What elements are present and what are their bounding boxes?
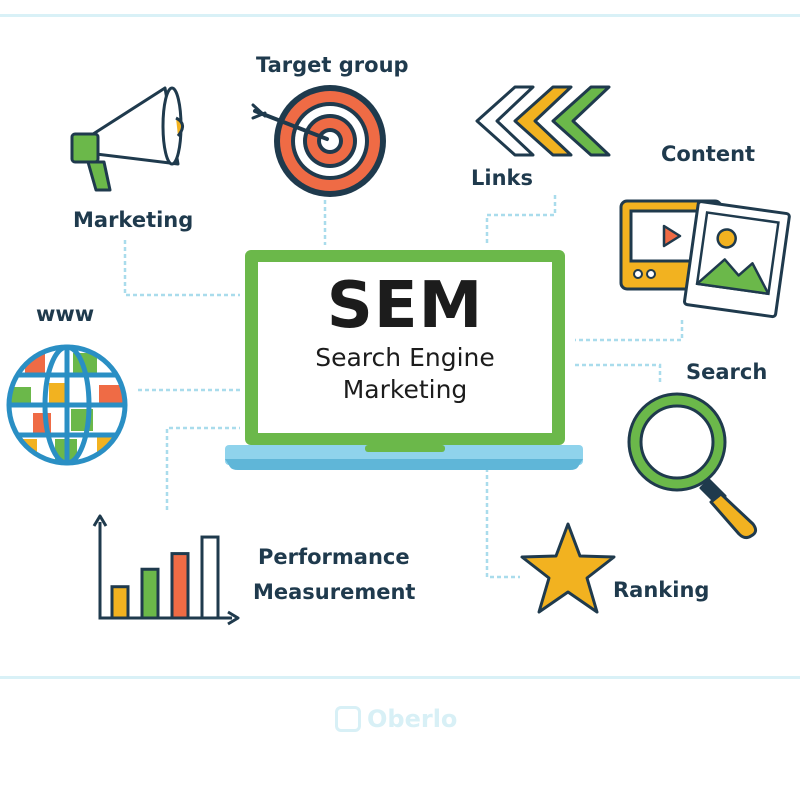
watermark-logo: Oberlo: [335, 705, 457, 733]
watermark-icon: [335, 706, 361, 732]
sem-line-2: Marketing: [342, 375, 468, 404]
bottom-border-line: [0, 676, 800, 679]
connector-content: [575, 320, 684, 342]
ranking-label: Ranking: [613, 578, 710, 602]
star-icon: [520, 522, 616, 614]
magnifier-icon: [627, 392, 758, 540]
search-label: Search: [686, 360, 768, 384]
chart-bar-3: [170, 552, 190, 620]
marketing-label: Marketing: [73, 208, 194, 232]
performance-label-line2: Measurement: [253, 580, 416, 604]
media-content-icon: [619, 199, 791, 319]
sem-line-1: Search Engine: [315, 343, 495, 372]
connector-ranking: [485, 468, 520, 579]
chart-bar-1: [110, 585, 130, 620]
top-border-line: [0, 14, 800, 17]
content-label: Content: [661, 142, 756, 166]
connector-search: [575, 363, 662, 385]
bar-chart-icon: [92, 514, 240, 626]
target-group-label: Target group: [256, 53, 409, 77]
bullseye-target-icon: [251, 85, 386, 197]
sem-title: SEM: [326, 269, 484, 343]
laptop-screen: SEM Search Engine Marketing: [262, 270, 548, 406]
globe-icon: [6, 344, 128, 466]
performance-label-line1: Performance: [258, 545, 410, 569]
megaphone-icon: [70, 86, 184, 192]
chart-bar-2: [140, 567, 160, 620]
chevron-links-icon: [475, 85, 611, 157]
watermark-text: Oberlo: [367, 705, 458, 733]
www-label: www: [36, 302, 95, 326]
links-label: Links: [471, 166, 533, 190]
chart-bar-4: [200, 535, 220, 620]
connector-links: [485, 195, 557, 245]
